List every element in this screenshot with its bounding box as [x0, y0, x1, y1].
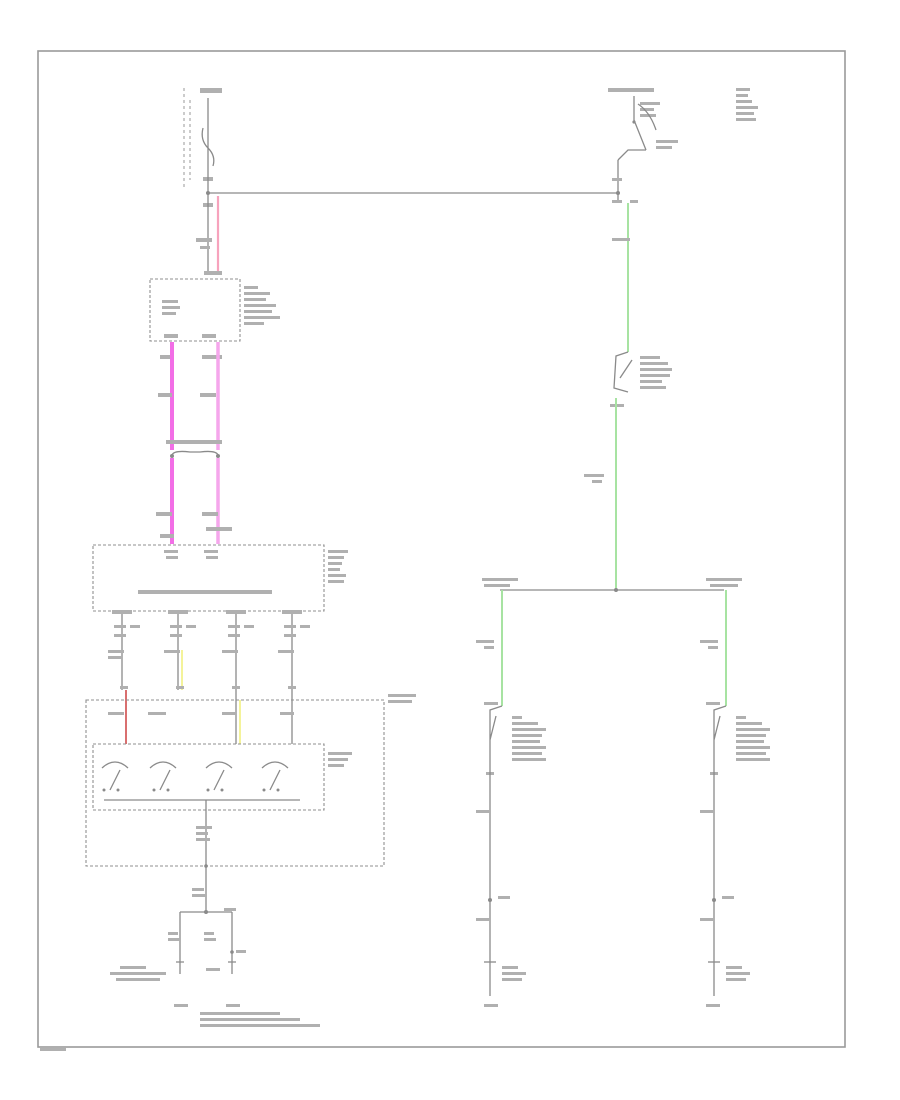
- left-brake-lamp: [484, 702, 546, 775]
- transmission-control-module: [92, 544, 348, 614]
- ground-points: [110, 961, 320, 1027]
- fuse-block: [183, 88, 222, 207]
- diagram-frame: [37, 50, 846, 1048]
- range-switch-assembly: [85, 699, 385, 867]
- range-selector-switch: [92, 743, 352, 812]
- brake-switch: [610, 351, 672, 407]
- right-brake-lamp: [706, 702, 770, 775]
- ignition-switch: [608, 88, 758, 203]
- splice-connector: [166, 440, 222, 458]
- body-control-module: [149, 278, 280, 359]
- footer-code: [40, 1048, 66, 1051]
